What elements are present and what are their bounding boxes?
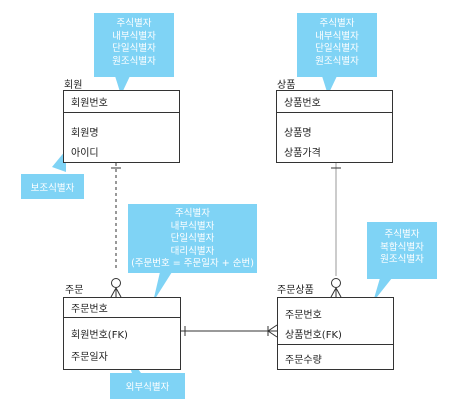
callout-order-product-keys: 주식별자 복합식별자 원조식별자 xyxy=(367,222,437,279)
member-attr-2: 아이디 xyxy=(71,148,99,159)
relation-order-orderproduct xyxy=(181,324,278,338)
callout-pointer-order-product xyxy=(373,278,392,302)
callout-member-keys: 주식별자 내부식별자 단일식별자 원조식별자 xyxy=(94,13,174,77)
entity-product[interactable]: 상품번호 상품명 상품가격 xyxy=(276,90,393,163)
callout-line: 주식별자 xyxy=(116,18,152,29)
callout-line: 복합식별자 xyxy=(380,241,424,253)
callout-line: 단일식별자 xyxy=(112,43,156,54)
member-attr-1: 회원명 xyxy=(71,128,99,139)
product-attr-2: 상품가격 xyxy=(284,148,321,159)
order-attr-2: 주문일자 xyxy=(71,352,108,363)
tag-pointer-member xyxy=(52,150,66,172)
member-key-attr: 회원번호 xyxy=(64,91,179,113)
callout-line: (주문번호 = 주문일자 + 순번) xyxy=(131,258,254,269)
callout-line: 주식별자 xyxy=(175,208,210,219)
entity-order-product[interactable]: 주문번호 상품번호(FK) 주문수량 xyxy=(277,297,394,370)
order-key-attr: 주문번호 xyxy=(64,298,180,318)
callout-line: 내부식별자 xyxy=(170,220,215,232)
callout-line: 내부식별자 xyxy=(112,30,156,42)
entity-title-order-product: 주문상품 xyxy=(277,285,314,296)
callout-line: 내부식별자 xyxy=(315,30,359,42)
order-product-attr-1: 주문수량 xyxy=(285,355,322,366)
tag-order-foreign: 외부식별자 xyxy=(110,373,185,399)
entity-order[interactable]: 주문번호 회원번호(FK) 주문일자 xyxy=(63,297,181,370)
order-product-divider xyxy=(278,344,393,345)
callout-line: 주식별자 xyxy=(319,18,355,29)
entity-title-order: 주문 xyxy=(65,285,84,296)
callout-line: 단일식별자 xyxy=(170,233,215,244)
callout-pointer-product xyxy=(322,76,337,95)
callout-pointer-member xyxy=(115,76,130,95)
callout-line: 원조식별자 xyxy=(380,254,424,265)
relation-product-orderproduct xyxy=(330,163,342,298)
entity-member[interactable]: 회원번호 회원명 아이디 xyxy=(63,90,180,163)
callout-line: 원조식별자 xyxy=(315,55,359,67)
callout-product-keys: 주식별자 내부식별자 단일식별자 원조식별자 xyxy=(297,13,377,77)
callout-line: 대리식별자 xyxy=(170,245,215,257)
callout-line: 단일식별자 xyxy=(315,43,359,54)
callout-pointer-order xyxy=(153,272,172,302)
product-attr-1: 상품명 xyxy=(284,128,312,139)
order-product-key-2: 상품번호(FK) xyxy=(285,330,342,341)
callout-order-keys: 주식별자 내부식별자 단일식별자 대리식별자 (주문번호 = 주문일자 + 순번… xyxy=(128,204,257,273)
entity-title-product: 상품 xyxy=(277,80,296,91)
callout-line: 원조식별자 xyxy=(112,55,156,67)
order-attr-1: 회원번호(FK) xyxy=(71,330,128,341)
tag-member-secondary: 보조식별자 xyxy=(21,174,84,199)
callout-line: 주식별자 xyxy=(384,229,420,240)
relation-member-order xyxy=(110,163,122,298)
entity-title-member: 회원 xyxy=(64,80,83,91)
order-product-key-1: 주문번호 xyxy=(285,310,322,321)
product-key-attr: 상품번호 xyxy=(277,91,392,113)
